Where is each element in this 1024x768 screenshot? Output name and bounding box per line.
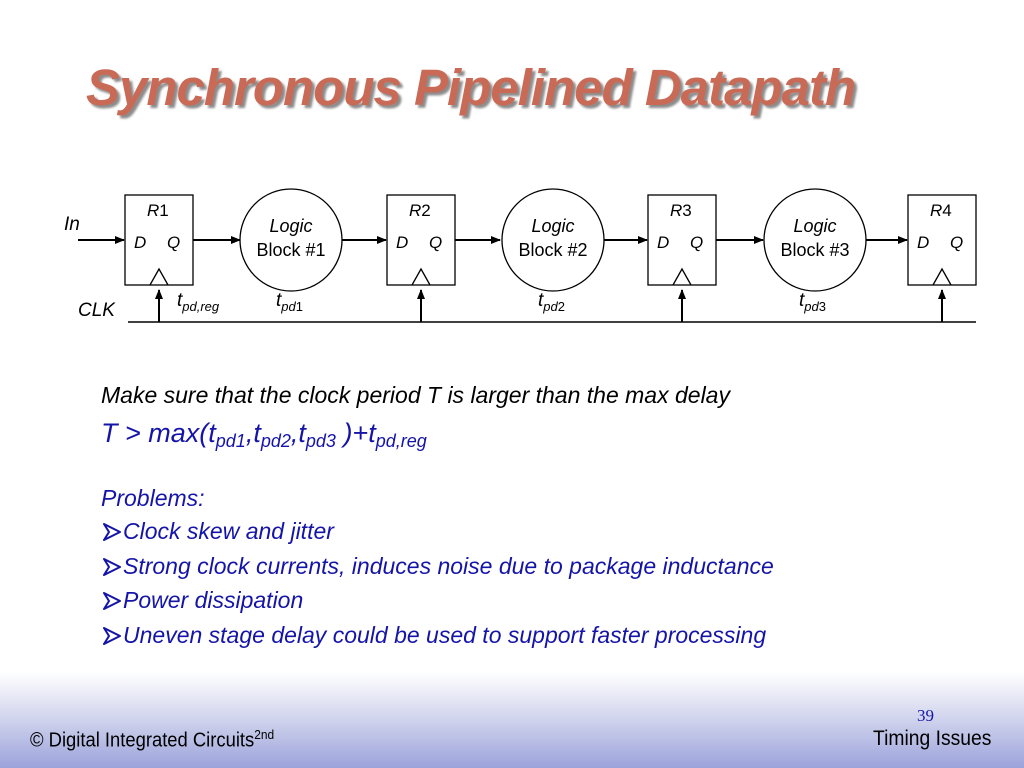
delay-label-reg: tpd,reg <box>177 290 220 314</box>
logic-block-1: Logic Block #1 <box>239 188 343 292</box>
page-number: 39 <box>917 706 934 725</box>
arrow-bullet-icon <box>103 523 121 541</box>
svg-text:R3: R3 <box>670 201 692 220</box>
list-item: Uneven stage delay could be used to supp… <box>101 622 774 657</box>
arrow-bullet-icon <box>103 592 121 610</box>
svg-text:Q: Q <box>167 233 180 252</box>
register-r2: R2 D Q <box>386 194 456 322</box>
svg-text:Block #2: Block #2 <box>518 240 587 260</box>
svg-text:Logic: Logic <box>531 216 574 236</box>
svg-text:D: D <box>134 233 146 252</box>
delay-label-1: tpd1 <box>276 290 303 314</box>
svg-text:Block #3: Block #3 <box>780 240 849 260</box>
svg-text:D: D <box>396 233 408 252</box>
delay-label-2: tpd2 <box>538 290 565 314</box>
slide-title: Synchronous Pipelined Datapath <box>86 59 856 116</box>
svg-text:R2: R2 <box>409 201 431 220</box>
clock-label: CLK <box>78 300 116 321</box>
svg-text:Logic: Logic <box>793 216 836 236</box>
svg-text:D: D <box>917 233 929 252</box>
svg-text:Block #1: Block #1 <box>256 240 325 260</box>
footer-band <box>0 672 1024 768</box>
clock-period-note: Make sure that the clock period T is lar… <box>101 382 730 408</box>
svg-text:Q: Q <box>690 233 703 252</box>
list-item: Strong clock currents, induces noise due… <box>101 553 774 588</box>
svg-text:Logic: Logic <box>269 216 312 236</box>
problems-heading: Problems: <box>101 485 205 511</box>
list-item: Clock skew and jitter <box>101 518 774 553</box>
problems-list: Clock skew and jitter Strong clock curre… <box>101 518 774 656</box>
arrow-bullet-icon <box>103 626 121 645</box>
svg-text:Q: Q <box>429 233 442 252</box>
pipeline-diagram: In CLK R1 D Q Logic Block #1 R2 D Q Logi… <box>64 188 977 323</box>
timing-formula: T > max(tpd1,tpd2,tpd3 )+tpd,reg <box>101 418 427 451</box>
logic-block-2: Logic Block #2 <box>501 188 605 292</box>
register-r1: R1 D Q <box>124 194 194 322</box>
svg-text:D: D <box>657 233 669 252</box>
delay-label-3: tpd3 <box>799 290 826 314</box>
svg-text:Q: Q <box>950 233 963 252</box>
list-item: Power dissipation <box>101 587 774 622</box>
input-label: In <box>64 214 80 235</box>
svg-text:R1: R1 <box>147 201 169 220</box>
register-r3: R3 D Q <box>647 194 717 322</box>
logic-block-3: Logic Block #3 <box>763 188 867 292</box>
footer-section-title: Timing Issues <box>873 727 992 750</box>
svg-text:R4: R4 <box>930 201 952 220</box>
arrow-bullet-icon <box>103 557 121 576</box>
register-r4: R4 D Q <box>907 194 977 322</box>
footer-copyright: © Digital Integrated Circuits2nd <box>30 727 275 752</box>
